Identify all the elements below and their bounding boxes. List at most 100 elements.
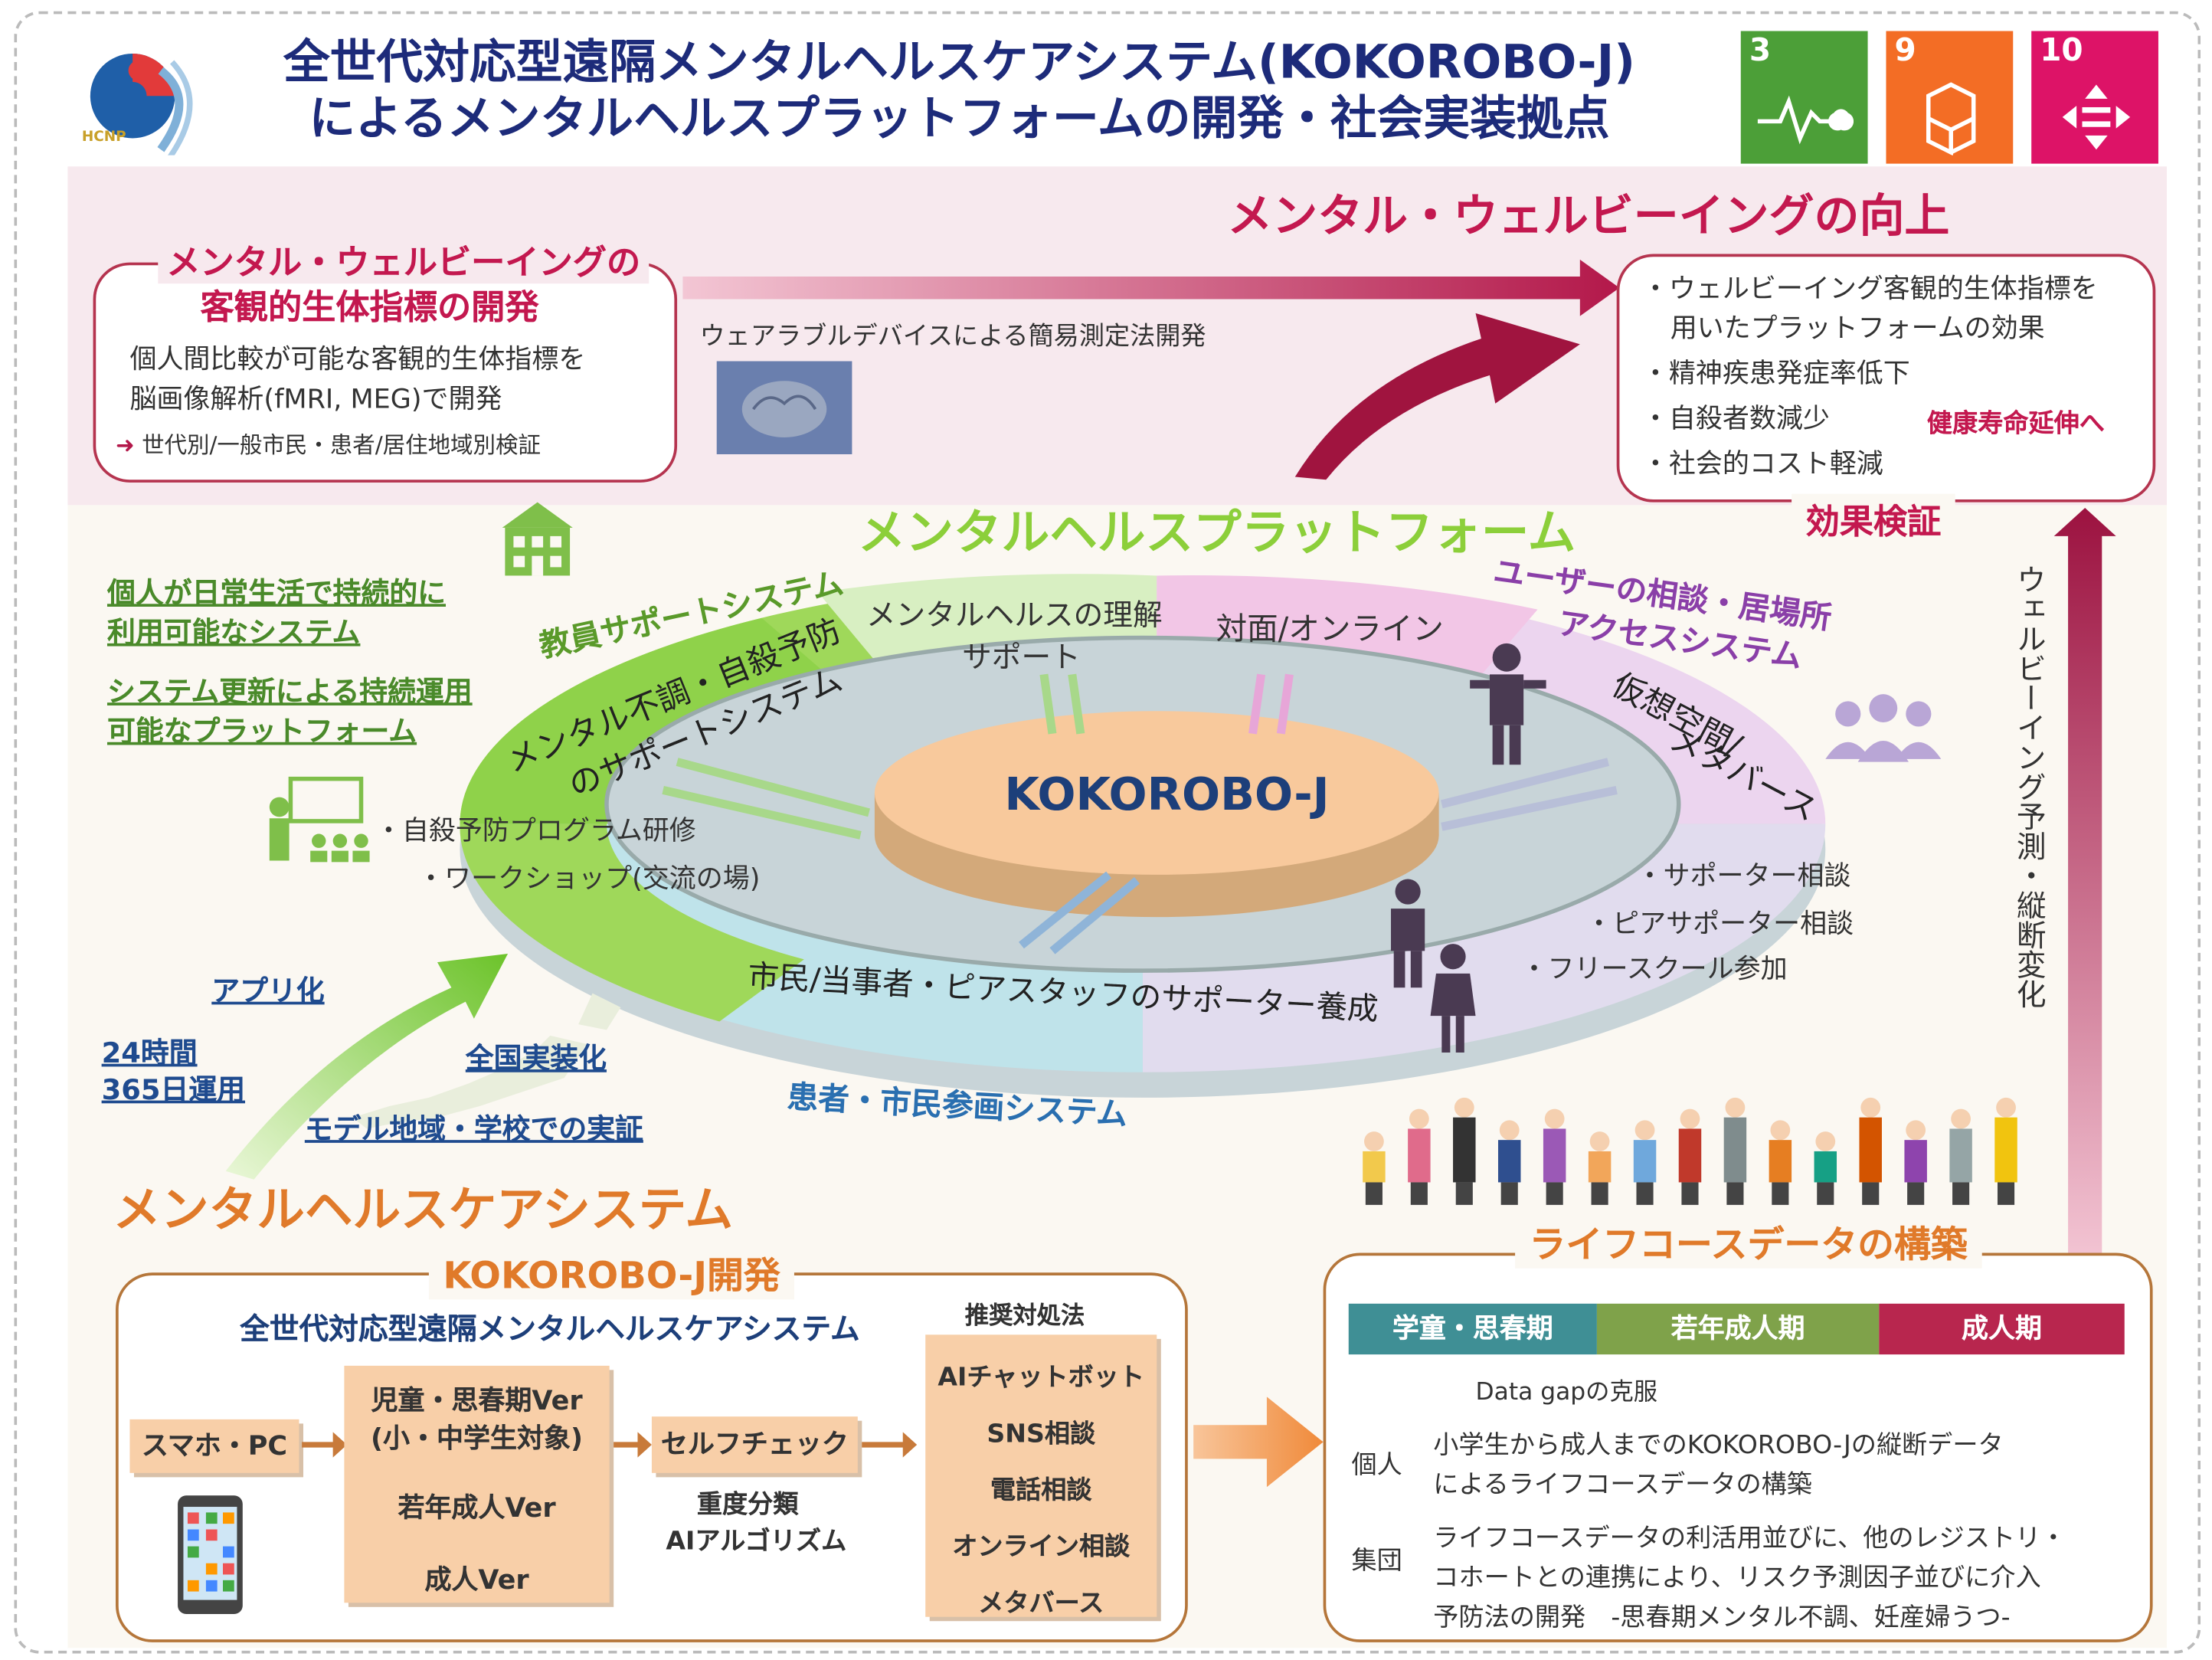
person-head <box>1454 1097 1474 1118</box>
person-legs <box>1591 1182 1608 1205</box>
heartbeat-icon <box>1757 95 1854 145</box>
person-body <box>1994 1117 2017 1183</box>
person-body <box>1588 1151 1612 1183</box>
japan-map <box>352 993 621 1129</box>
feature-2: 利用可能なシステム <box>106 615 361 650</box>
support-item-2: ・ピアサポーター相談 <box>1585 909 1854 940</box>
person-body <box>1814 1151 1837 1183</box>
biomarker-box <box>93 262 678 483</box>
man-icon <box>1391 879 1425 988</box>
person-legs <box>1365 1182 1382 1205</box>
person-body <box>1408 1128 1431 1183</box>
recommend-title: 推奨対処法 <box>964 1301 1085 1331</box>
person-legs <box>1546 1182 1563 1205</box>
data-gap-label: Data gapの克服 <box>1475 1378 1658 1407</box>
individual-label: 個人 <box>1351 1450 1402 1481</box>
online-label: 対面/オンライン <box>1216 612 1444 648</box>
understand-label-1: メンタルヘルスの理解 <box>865 598 1163 633</box>
platform-title: メンタルヘルスプラットフォーム <box>857 505 1576 562</box>
woman-icon <box>1430 944 1476 1053</box>
training-item-1: ・自殺予防プログラム研修 <box>375 815 696 847</box>
person-legs <box>1952 1182 1970 1205</box>
version-child-a: 児童・思春期Ver <box>371 1385 583 1417</box>
person-legs <box>1997 1182 2015 1205</box>
person-body <box>1453 1117 1476 1183</box>
person-head <box>1544 1108 1565 1129</box>
equality-icon <box>2062 84 2131 150</box>
version-adult: 成人Ver <box>424 1564 529 1596</box>
page-title: 全世代対応型遠隔メンタルヘルスケアシステム(KOKOROBO-J) によるメンタ… <box>211 34 1706 146</box>
dev-title: KOKOROBO-J開発 <box>428 1247 795 1300</box>
person-head <box>1725 1097 1746 1118</box>
verify-label: 効果検証 <box>1792 493 1955 544</box>
algo-line-1: 重度分類 <box>696 1489 799 1520</box>
person-body <box>1949 1128 1972 1183</box>
title-line-1: 全世代対応型遠隔メンタルヘルスケアシステム(KOKOROBO-J) <box>283 34 1636 90</box>
biomarker-line-1: 個人間比較が可能な客観的生体指標を <box>129 344 586 375</box>
feature-3: システム更新による持続運用 <box>106 674 473 709</box>
person-legs <box>1772 1182 1789 1205</box>
person-head <box>1996 1097 2016 1118</box>
school-icon <box>502 502 573 576</box>
person-head <box>1409 1108 1429 1129</box>
person-body <box>1543 1128 1566 1183</box>
stage-young-adult: 若年成人期 <box>1596 1303 1880 1355</box>
arrow-right-icon: ➜ <box>116 431 142 459</box>
stage-adult: 成人期 <box>1879 1303 2125 1355</box>
smartphone-icon <box>178 1495 243 1615</box>
person-head <box>1589 1131 1610 1151</box>
support-item-3: ・フリースクール参加 <box>1520 954 1788 985</box>
care-system-title: メンタルヘルスケアシステム <box>113 1182 734 1239</box>
group-text-3: 予防法の開発 -思春期メンタル不調、妊産婦うつ- <box>1433 1603 2011 1632</box>
person-head <box>1634 1120 1655 1141</box>
teacher-icon <box>269 776 370 863</box>
rec-sns: SNS相談 <box>987 1419 1096 1449</box>
algo-line-2: AIアルゴリズム <box>666 1526 847 1557</box>
person-head <box>1860 1097 1881 1118</box>
right-vertical-arrow <box>2053 508 2116 1253</box>
rec-ai-chatbot: AIチャットボット <box>937 1363 1145 1393</box>
version-child-b: (小・中学生対象) <box>371 1423 584 1455</box>
training-item-2: ・ワークショップ(交流の場) <box>417 863 761 895</box>
rec-phone: 電話相談 <box>990 1475 1092 1506</box>
sdg-3-tile: 3 <box>1740 31 1868 164</box>
effect-item-1a: ・ウェルビーイング客観的生体指標を <box>1641 273 2098 305</box>
person-body <box>1678 1128 1702 1183</box>
effect-item-2: ・精神疾患発症率低下 <box>1641 358 1910 390</box>
person-legs <box>1726 1182 1744 1205</box>
person-legs <box>1410 1182 1428 1205</box>
biomarker-line-2: 脳画像解析(fMRI, MEG)で開発 <box>129 383 502 415</box>
individual-text-2: によるライフコースデータの構築 <box>1433 1470 1812 1500</box>
healthy-life-text: 健康寿命延伸へ <box>1926 409 2105 439</box>
online-sector <box>1157 575 1538 692</box>
understand-label-2: サポート <box>962 640 1081 675</box>
feature-1: 個人が日常生活で持続的に <box>106 575 447 610</box>
hours-label-1: 24時間 <box>101 1035 198 1070</box>
hcnp-logo <box>90 53 193 156</box>
rec-online: オンライン相談 <box>952 1532 1131 1562</box>
person-legs <box>1636 1182 1654 1205</box>
person-head <box>1951 1108 1971 1129</box>
biomarker-line-3: ➜ 世代別/一般市民・患者/居住地域別検証 <box>116 431 541 459</box>
top-horizontal-arrow <box>682 259 1620 316</box>
effect-item-1b: 用いたプラットフォームの効果 <box>1670 313 2045 345</box>
core-disc <box>874 711 1439 875</box>
person-body <box>1633 1140 1657 1183</box>
version-box: 児童・思春期Ver (小・中学生対象) 若年成人Ver 成人Ver <box>344 1365 610 1603</box>
biomarker-title-2: 客観的生体指標の開発 <box>200 287 539 328</box>
version-young-adult: 若年成人Ver <box>398 1492 556 1524</box>
biomarker-title-1: メンタル・ウェルビーイングの <box>158 234 650 284</box>
effect-item-4: ・社会的コスト軽減 <box>1641 448 1883 480</box>
wellbeing-vertical-label: ウェルビーイング予測・縦断変化 <box>2013 564 2047 1009</box>
understand-sector <box>818 574 1157 678</box>
person-icon <box>1470 643 1546 765</box>
person-body <box>1723 1117 1747 1183</box>
core-label: KOKOROBO-J <box>1004 767 1330 821</box>
person-body <box>1769 1140 1792 1183</box>
person-body <box>1859 1117 1882 1183</box>
person-body <box>1904 1140 1927 1183</box>
person-head <box>1499 1120 1520 1141</box>
group-text-1: ライフコースデータの利活用並びに、他のレジストリ・ <box>1433 1524 2066 1554</box>
person-head <box>1815 1131 1836 1151</box>
